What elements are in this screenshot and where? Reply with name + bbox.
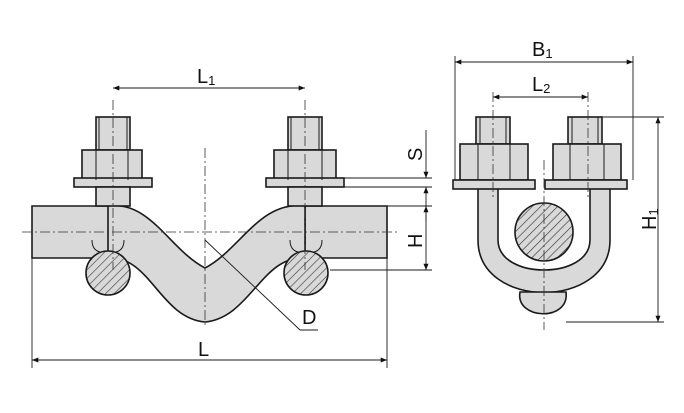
u-bolt <box>477 187 611 294</box>
dim-label-L: L <box>198 339 209 361</box>
dim-label-B1: B1 <box>532 39 553 61</box>
dim-label-L2: L2 <box>532 74 550 96</box>
front-view <box>31 116 388 323</box>
front-detail-lines <box>91 117 323 253</box>
round-bar-left <box>85 250 131 296</box>
dim-label-S: S <box>405 148 427 161</box>
bottom-lug <box>519 291 567 315</box>
round-bar-right <box>283 250 329 296</box>
front-dimension-lines <box>31 85 432 368</box>
side-left-nut <box>452 116 536 190</box>
dim-label-L1: L1 <box>197 66 215 88</box>
front-center-lines <box>22 100 398 325</box>
dim-label-D: D <box>302 307 316 329</box>
side-center-lines <box>492 92 589 330</box>
side-right-nut <box>544 116 628 190</box>
side-detail-lines <box>477 117 605 180</box>
left-bolt <box>73 116 153 207</box>
dim-label-H1: H1 <box>639 208 661 230</box>
side-dimension-lines <box>454 56 664 323</box>
side-view <box>452 116 628 315</box>
s-bend-pipe <box>107 204 306 323</box>
dim-label-H: H <box>405 234 427 248</box>
